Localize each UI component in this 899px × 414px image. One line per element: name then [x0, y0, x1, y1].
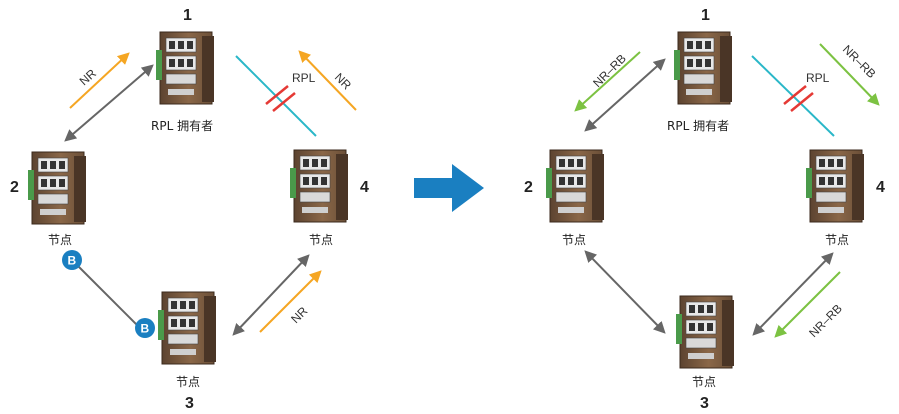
msg-arrow-right-top-left	[574, 51, 641, 112]
switch-icon-right-2	[545, 149, 605, 223]
node-number-right-4: 4	[876, 179, 885, 196]
link-left-2-3	[73, 261, 143, 331]
switch-icon-left-3	[157, 291, 217, 365]
node-label-left-2: 节点	[48, 233, 72, 247]
node-number-right-2: 2	[524, 179, 533, 196]
right-ring: RPL NR–RB NR–RB NR–RB 1 RPL 拥有者 2 节点 3 节…	[524, 7, 885, 412]
node-number-right-3: 3	[700, 395, 709, 412]
node-label-right-4: 节点	[825, 233, 849, 247]
msg-arrow-left-top-left	[69, 52, 130, 109]
node-number-left-1: 1	[183, 7, 192, 24]
badge-left-top: B	[62, 250, 82, 270]
msg-arrow-right-bottom	[774, 271, 841, 338]
svg-text:B: B	[141, 322, 150, 336]
node-label-left-3: 节点	[176, 375, 200, 389]
transition-arrow-icon	[414, 164, 484, 212]
switch-icon-left-1	[155, 31, 215, 105]
switch-icon-left-4	[289, 149, 349, 223]
msg-label-right-top-right: NR–RB	[840, 42, 879, 81]
rpl-label-right: RPL	[806, 71, 830, 85]
msg-arrow-left-top-right	[298, 50, 357, 111]
node-label-right-3: 节点	[692, 375, 716, 389]
rpl-block-right	[783, 85, 814, 112]
badge-left-bottom: B	[135, 318, 155, 338]
rpl-block-left	[265, 85, 296, 112]
node-label-right-2: 节点	[562, 233, 586, 247]
link-left-1-2	[64, 64, 154, 142]
node-number-left-2: 2	[10, 179, 19, 196]
rpl-label-left: RPL	[292, 71, 316, 85]
switch-icon-right-1	[673, 31, 733, 105]
link-right-2-3	[584, 250, 666, 334]
node-number-right-1: 1	[701, 7, 710, 24]
link-right-3-4	[752, 252, 834, 336]
link-left-3-4	[232, 254, 310, 336]
switch-icon-right-3	[675, 295, 735, 369]
node-label-left-1: RPL 拥有者	[151, 119, 213, 133]
node-label-right-1: RPL 拥有者	[667, 119, 729, 133]
msg-label-left-bottom: NR	[288, 304, 310, 326]
msg-label-right-bottom: NR–RB	[806, 301, 845, 340]
svg-text:B: B	[68, 254, 77, 268]
msg-label-right-top-left: NR–RB	[590, 51, 629, 90]
msg-arrow-left-bottom	[259, 270, 322, 333]
link-right-1-2	[584, 58, 666, 132]
node-number-left-3: 3	[185, 395, 194, 412]
switch-icon-left-2	[27, 151, 87, 225]
node-label-left-4: 节点	[309, 233, 333, 247]
node-number-left-4: 4	[360, 179, 369, 196]
switch-icon-right-4	[805, 149, 865, 223]
msg-arrow-right-top-right	[819, 43, 880, 106]
left-ring: RPL NR NR NR B B 1 RPL 拥有者 2 节点 3 节点 4 节…	[10, 7, 369, 412]
